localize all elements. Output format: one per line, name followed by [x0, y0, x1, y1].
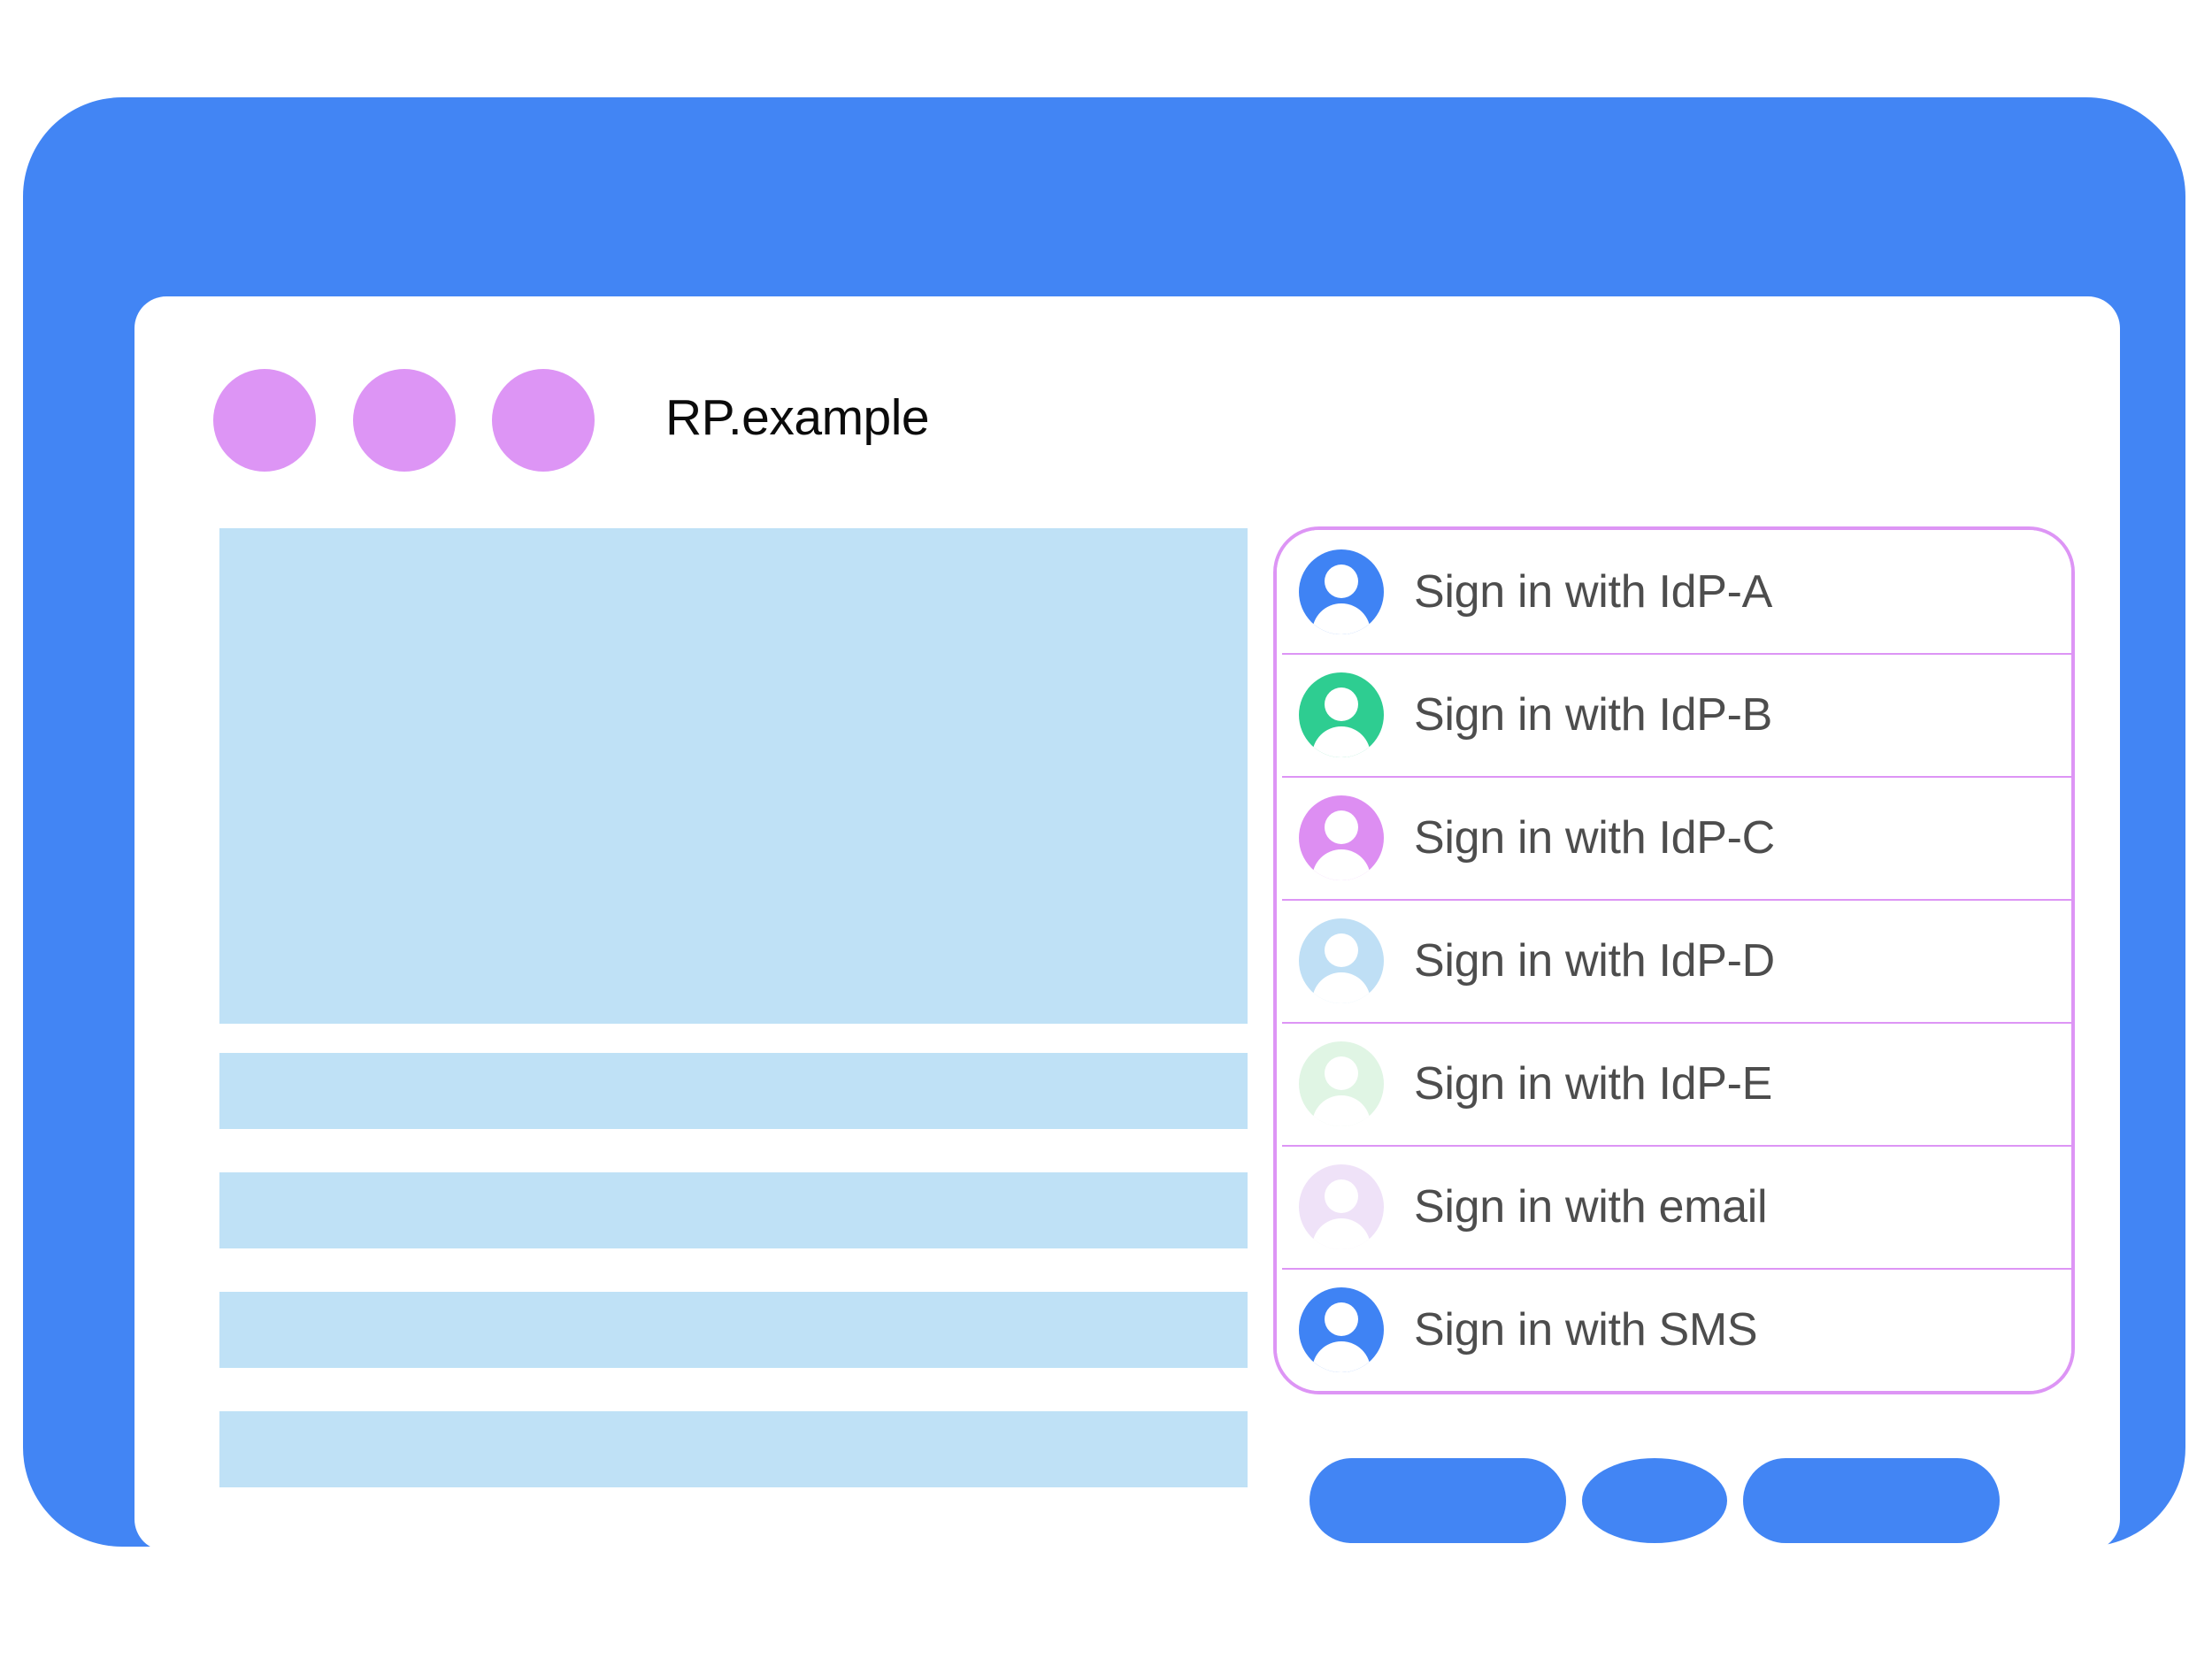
- bezel-bar-left: [1310, 1458, 1566, 1543]
- account-option-label: Sign in with IdP-A: [1414, 565, 1773, 618]
- window-dot-maximize-icon[interactable]: [492, 369, 595, 472]
- account-option-idp-e[interactable]: Sign in with IdP-E: [1277, 1022, 2071, 1145]
- account-option-label: Sign in with SMS: [1414, 1303, 1758, 1356]
- account-chooser-dialog: Sign in with IdP-A Sign in with IdP-B Si…: [1273, 526, 2075, 1394]
- account-option-label: Sign in with email: [1414, 1180, 1768, 1233]
- text-line-placeholder-2: [219, 1172, 1248, 1248]
- account-avatar-icon: [1299, 795, 1384, 880]
- account-option-idp-a[interactable]: Sign in with IdP-A: [1277, 530, 2071, 653]
- device-frame: RP.example Sign in with IdP-A: [23, 97, 2185, 1551]
- text-line-placeholder-1: [219, 1053, 1248, 1129]
- account-avatar-icon: [1299, 549, 1384, 634]
- account-option-sms[interactable]: Sign in with SMS: [1277, 1268, 2071, 1391]
- home-button[interactable]: [1582, 1458, 1727, 1543]
- hero-placeholder: [219, 528, 1248, 1024]
- account-option-idp-b[interactable]: Sign in with IdP-B: [1277, 653, 2071, 776]
- window-dot-close-icon[interactable]: [213, 369, 316, 472]
- text-line-placeholder-3: [219, 1292, 1248, 1368]
- account-avatar-icon: [1299, 918, 1384, 1003]
- browser-titlebar: RP.example: [134, 296, 2120, 473]
- page-title: RP.example: [665, 389, 930, 446]
- page-content-placeholders: [219, 528, 1248, 1487]
- account-option-email[interactable]: Sign in with email: [1277, 1145, 2071, 1268]
- account-avatar-icon: [1299, 1164, 1384, 1249]
- account-avatar-icon: [1299, 672, 1384, 757]
- account-avatar-icon: [1299, 1041, 1384, 1126]
- account-option-label: Sign in with IdP-E: [1414, 1057, 1773, 1110]
- bezel-bar-right: [1743, 1458, 2000, 1543]
- account-option-idp-d[interactable]: Sign in with IdP-D: [1277, 899, 2071, 1022]
- browser-screen: RP.example Sign in with IdP-A: [134, 296, 2120, 1551]
- text-line-placeholder-4: [219, 1411, 1248, 1487]
- account-avatar-icon: [1299, 1286, 1384, 1372]
- account-option-idp-c[interactable]: Sign in with IdP-C: [1277, 776, 2071, 899]
- account-option-label: Sign in with IdP-C: [1414, 811, 1775, 864]
- account-option-label: Sign in with IdP-D: [1414, 934, 1775, 987]
- window-dot-minimize-icon[interactable]: [353, 369, 456, 472]
- account-option-label: Sign in with IdP-B: [1414, 688, 1773, 741]
